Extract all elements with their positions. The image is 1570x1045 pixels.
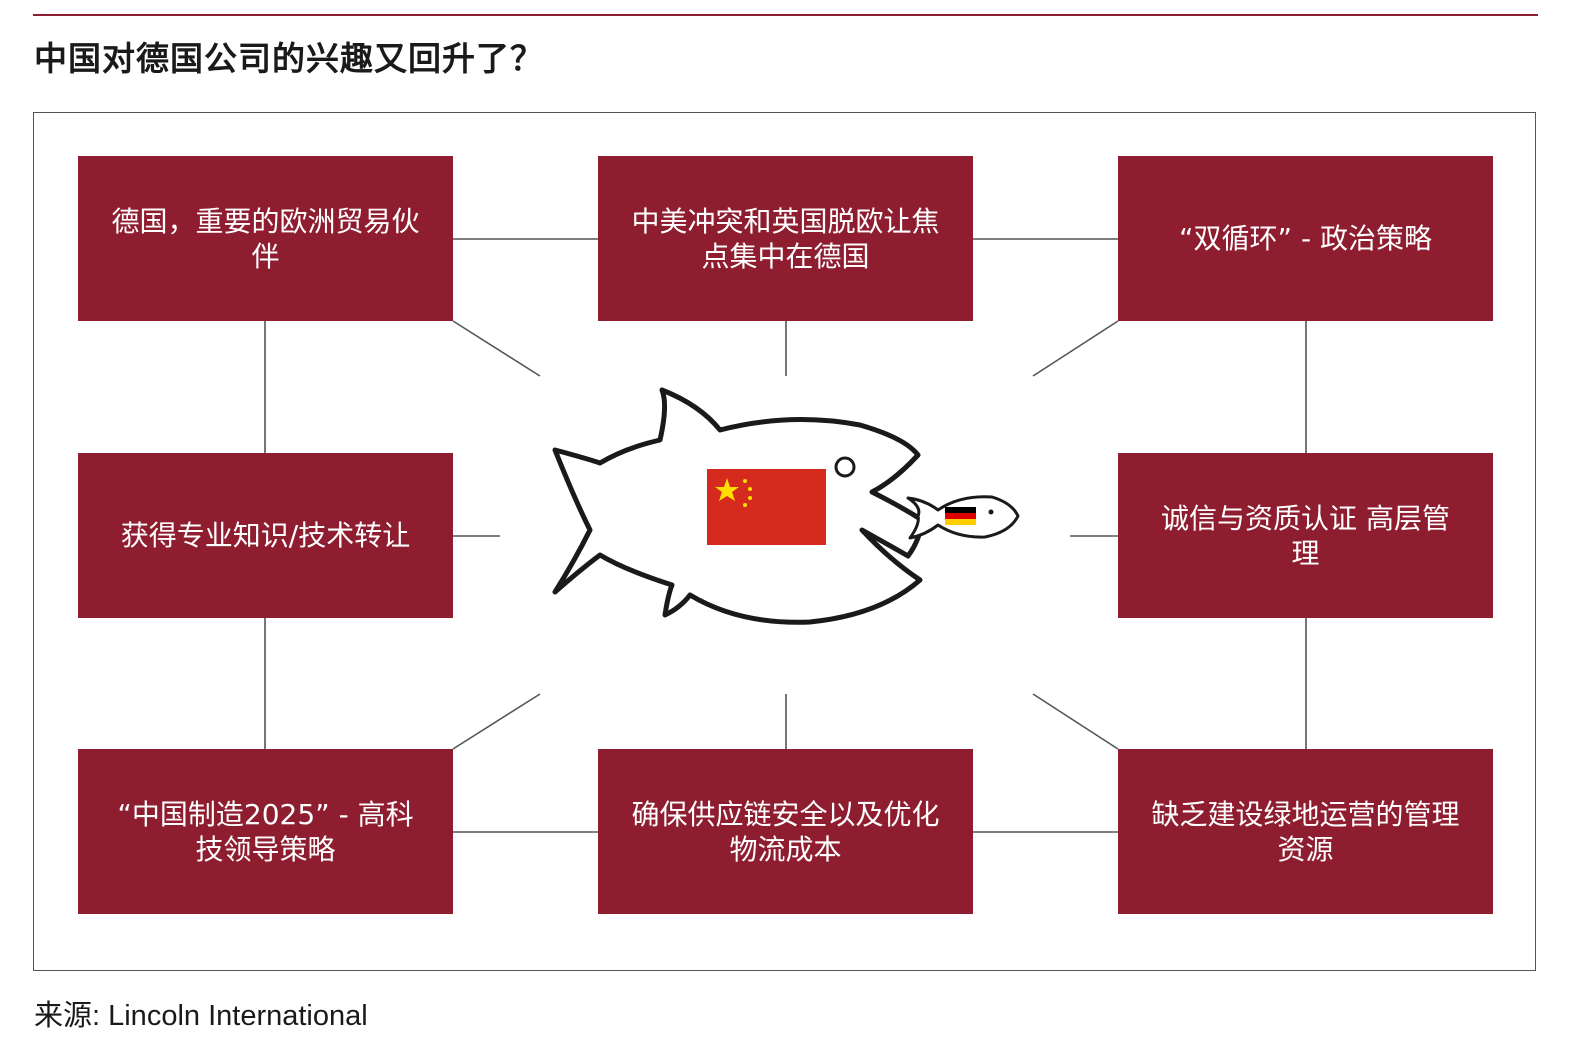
source-note: 来源: Lincoln International: [34, 1000, 368, 1032]
box-know-how-transfer: 获得专业知识/技术转让: [78, 453, 453, 618]
box-germany-trade-partner: 德国，重要的欧洲贸易伙伴: [78, 156, 453, 321]
box-integrity-management: 诚信与资质认证 高层管理: [1118, 453, 1493, 618]
top-rule: [33, 14, 1538, 16]
fish-illustration: [552, 387, 1020, 625]
box-us-china-brexit: 中美冲突和英国脱欧让焦点集中在德国: [598, 156, 973, 321]
box-made-in-china-2025: “中国制造2025” - 高科技领导策略: [78, 749, 453, 914]
box-dual-circulation: “双循环” - 政治策略: [1118, 156, 1493, 321]
box-greenfield: 缺乏建设绿地运营的管理资源: [1118, 749, 1493, 914]
box-supply-chain: 确保供应链安全以及优化物流成本: [598, 749, 973, 914]
page-title: 中国对德国公司的兴趣又回升了？: [34, 39, 544, 78]
